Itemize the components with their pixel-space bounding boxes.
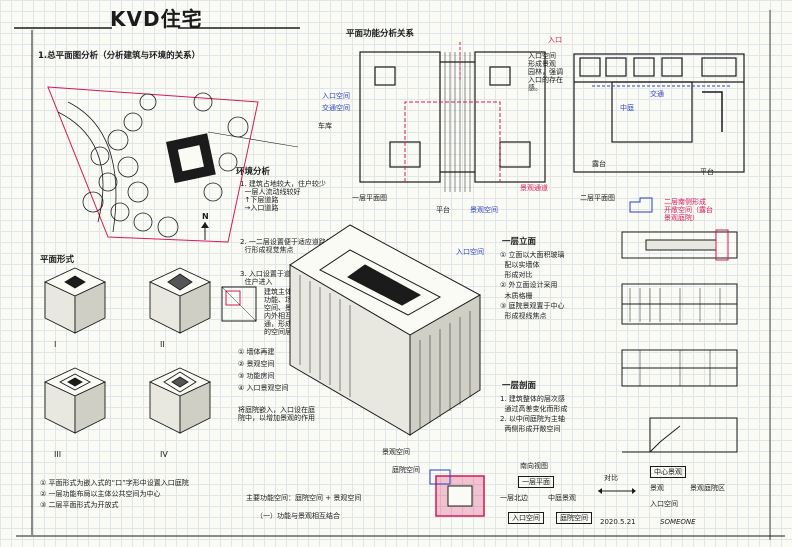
diagram-far-label: 中心景观 <box>650 466 686 479</box>
blue-label-atrium: 中庭 <box>620 104 634 112</box>
legend-item-2: ② 景观空间 <box>238 360 275 368</box>
axonometric-label-landscape: 景观空间 <box>382 448 410 456</box>
second-floor-label: 二层平面图 <box>580 194 615 202</box>
diagram-bottom-label-2: 庭院空间 <box>556 512 592 525</box>
diagram-left-label: 一层北边 <box>500 494 528 502</box>
side-label-garage: 车库 <box>318 122 332 130</box>
cube-label-1: I <box>54 340 57 349</box>
axonometric-label-entrance: 入口空间 <box>456 248 484 256</box>
site-plan-drawing <box>47 86 299 243</box>
diagram-mid-label: 一层平面 <box>518 476 554 489</box>
red-label-entrance: 入口 <box>548 36 562 44</box>
legend-item-4: ④ 入口景观空间 <box>238 384 289 392</box>
section-notes: 1. 建筑整体的层次感 通过高差变化而形成 2. 以中间庭院为主轴 两侧形成开敞… <box>500 395 568 434</box>
red-label-path: 景观通道 <box>520 184 548 192</box>
blue-label-circulation: 交通空间 <box>322 104 350 112</box>
page-title: KVD住宅 <box>110 7 203 31</box>
legend-item-3: ③ 功能房间 <box>238 372 275 380</box>
plan-form-cubes <box>43 267 212 434</box>
court-diagram <box>429 469 485 517</box>
north-arrow-label: N <box>202 212 209 221</box>
diagram-arrow-label: 对比 <box>604 474 618 482</box>
plan-form-side-notes: 建筑主体分析： 功能、场地 空间、景观 内外相互贯 通，形成丰富 的空间层次 <box>264 288 313 337</box>
diagram-far-label-3: 景观庭院区 <box>690 484 725 492</box>
blue-label-traffic: 交通 <box>650 90 664 98</box>
side-label-terrace: 露台 <box>592 160 606 168</box>
diagram-far-label-2: 景观 <box>650 484 664 492</box>
ground-floor-label: 一层平面图 <box>352 194 387 202</box>
red-note: 二层南侧形成 开敞空间（露台 景观庭院） <box>664 198 713 223</box>
diagram-bottom-label-1: 入口空间 <box>508 512 544 525</box>
red-note-diagram <box>629 197 653 213</box>
second-floor-plan <box>573 53 745 173</box>
axonometric-drawing <box>289 224 482 436</box>
plan-form-notes: 将庭院嵌入，入口设在庭 院中，以增加景观的作用 <box>238 406 315 423</box>
diagram-right-label: 中庭景观 <box>548 494 576 502</box>
blue-label-entrance: 入口空间 <box>322 92 350 100</box>
environment-analysis-point-2: 2. 一二层设置便于适应道路出 行形成视觉焦点 <box>240 238 333 255</box>
diagram-top-label: 南向视图 <box>520 462 548 470</box>
footer-summary-1: 主要功能空间：庭院空间 + 景观空间 <box>246 494 362 502</box>
elevation-notes: ① 立面以大面积玻璃 配以实墙体 形成对比 ② 外立面设计采用 木质格栅 ③ 庭… <box>500 251 565 320</box>
diagram-arrow <box>598 488 636 494</box>
diagram-far-label-4: 入口空间 <box>650 500 678 508</box>
cube-label-2: II <box>160 340 165 349</box>
section-title: 一层剖面 <box>502 381 537 391</box>
elevation-drawings <box>621 229 738 453</box>
legend-item-1: ① 墙体再建 <box>238 348 275 356</box>
axonometric-label-court: 庭院空间 <box>392 466 420 474</box>
floor-plan-callout: 入口空间 形成景观 园林，强调 入口的存在 感。 <box>528 52 563 93</box>
blue-label-landscape: 景观空间 <box>470 206 498 214</box>
elevation-title: 一层立面 <box>502 237 537 247</box>
footer-notes: ① 平面形式为嵌入式的“口”字形中设置入口庭院 ② 一层功能布局以主体公共空间为… <box>40 479 189 510</box>
environment-analysis-points: 1. 建筑占地较大，住户较少 一层人流动线较好 ↑下层道路 →入口道路 <box>240 180 326 213</box>
corner-detail <box>221 286 257 322</box>
cube-label-4: IV <box>160 450 168 459</box>
north-arrow-icon <box>201 222 209 240</box>
side-label-platform-2: 平台 <box>700 168 714 176</box>
environment-analysis-title: 环境分析 <box>236 167 271 177</box>
site-plan-heading: 1.总平面图分析（分析建筑与环境的关系） <box>38 51 201 61</box>
side-label-platform: 平台 <box>436 206 450 214</box>
signature: SOMEONE <box>660 518 696 526</box>
plan-form-heading: 平面形式 <box>40 255 75 265</box>
floor-plan-heading: 平面功能分析关系 <box>346 29 415 39</box>
footer-summary-2: （一）功能与景观相互结合 <box>256 512 340 520</box>
ground-floor-plan <box>359 42 546 192</box>
cube-label-3: III <box>54 450 62 459</box>
sheet-date: 2020.5.21 <box>600 518 636 526</box>
